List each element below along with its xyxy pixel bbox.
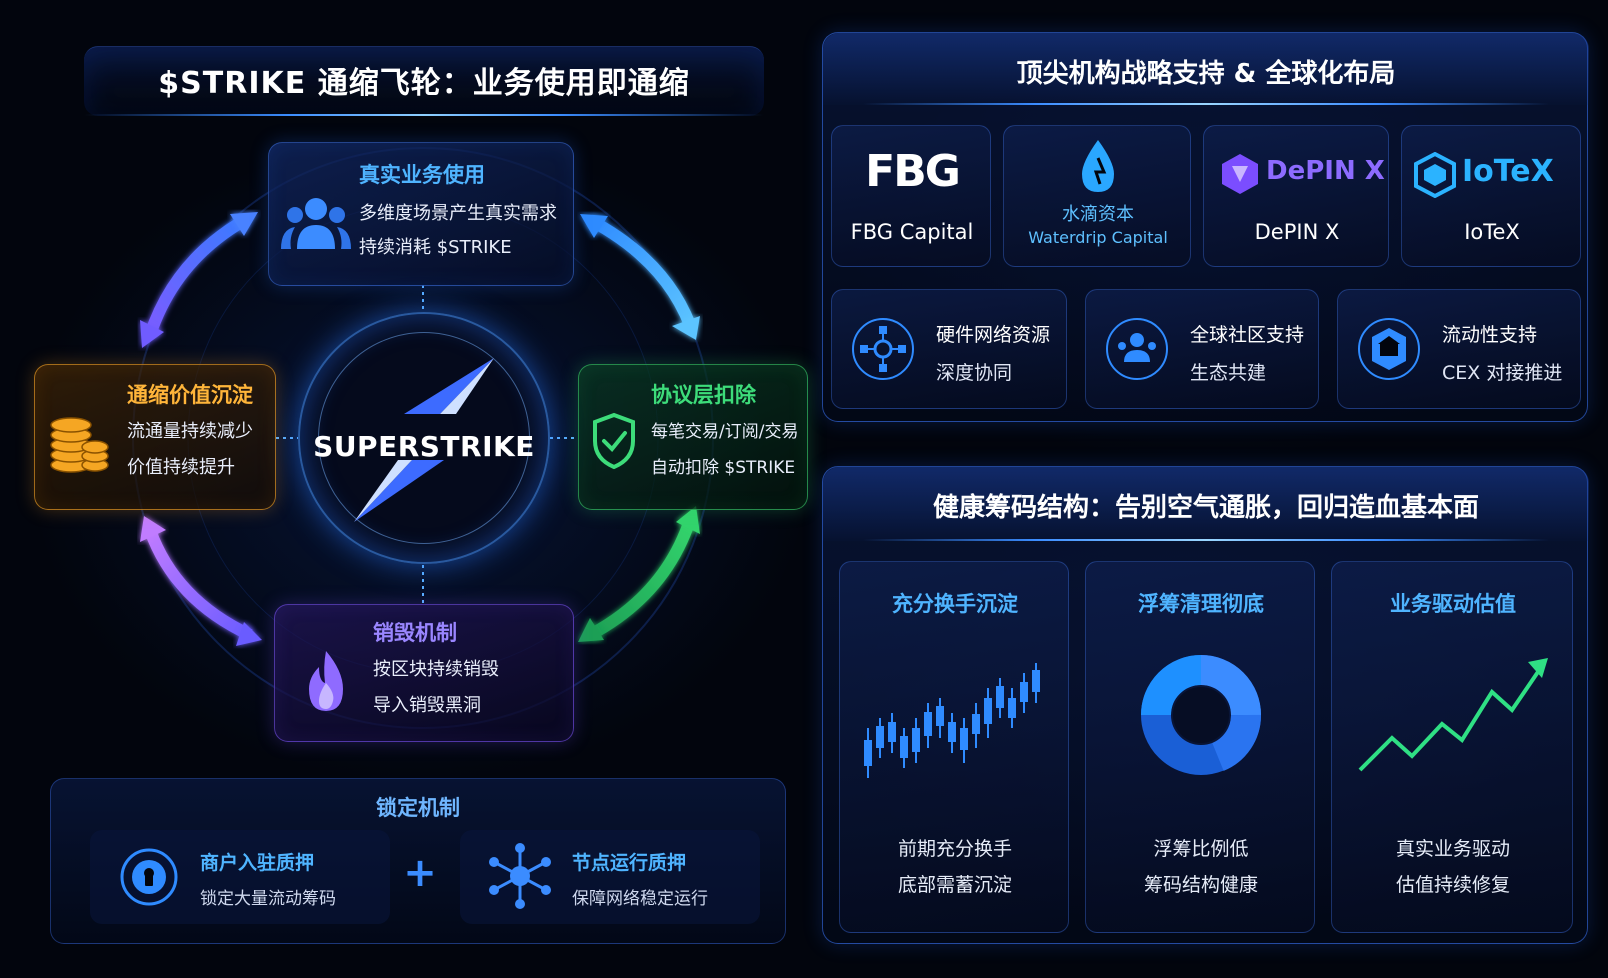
support-card-community: 全球社区支持 生态共建 <box>1085 289 1319 409</box>
arrow-bottom-left <box>144 527 253 641</box>
support-liquidity-line2: CEX 对接推进 <box>1442 362 1563 384</box>
lock-node-desc: 保障网络稳定运行 <box>572 889 708 909</box>
plus-sign: + <box>403 850 437 896</box>
support-community-line1: 全球社区支持 <box>1190 324 1305 346</box>
arrow-top-left <box>144 214 248 337</box>
community-icon <box>1106 318 1168 380</box>
support-hardware-line1: 硬件网络资源 <box>936 324 1051 346</box>
depinx-icon <box>1222 154 1258 194</box>
card-protocol-line2: 自动扣除 $STRIKE <box>651 458 796 478</box>
left-title-bar <box>84 46 764 116</box>
institutions-panel: 顶尖机构战略支持 & 全球化布局 FBG FBG Capital 水滴资本 Wa… <box>822 32 1589 422</box>
card-protocol-title: 协议层扣除 <box>651 383 756 407</box>
shield-check-icon <box>593 412 635 470</box>
iotex-icon <box>1414 152 1456 198</box>
support-card-liquidity: 流动性支持 CEX 对接推进 <box>1337 289 1581 409</box>
lock-icon <box>120 848 178 906</box>
card-real-usage-line1: 多维度场景产生真实需求 <box>359 203 557 224</box>
health-card-turnover: 充分换手沉淀 前期充分换手 底部需蓄沉淀 <box>839 561 1069 933</box>
support-card-hardware: 硬件网络资源 深度协同 <box>831 289 1067 409</box>
health-card-turnover-line2: 底部需蓄沉淀 <box>897 874 1012 896</box>
health-card-valuation: 业务驱动估值 真实业务驱动 估值持续修复 <box>1331 561 1573 933</box>
network-node-icon <box>489 843 551 909</box>
card-burn-line1: 按区块持续销毁 <box>373 659 499 680</box>
lock-item-node: 节点运行质押 保障网络稳定运行 <box>460 830 760 924</box>
arrow-top-right <box>587 214 696 328</box>
health-card-float-line2: 筹码结构健康 <box>1143 874 1258 896</box>
hub-inner-ring <box>318 332 530 544</box>
card-deflation-value: 通缩价值沉淀 流通量持续减少 价值持续提升 <box>34 364 276 510</box>
card-real-usage-line2: 持续消耗 $STRIKE <box>359 237 512 258</box>
support-liquidity-line1: 流动性支持 <box>1442 324 1538 346</box>
logo-name-iotex: IoTeX <box>1464 220 1520 244</box>
logo-name-depinx: DePIN X <box>1254 220 1340 244</box>
logo-card-fbg: FBG FBG Capital <box>831 125 991 267</box>
card-protocol-line1: 每笔交易/订阅/交易 <box>651 422 799 442</box>
card-real-usage-title: 真实业务使用 <box>359 163 485 187</box>
logo-card-iotex: IoTeX IoTeX <box>1401 125 1581 267</box>
health-card-turnover-title: 充分换手沉淀 <box>892 592 1018 616</box>
hardware-network-icon <box>852 318 914 380</box>
health-panel: 健康筹码结构：告别空气通胀，回归造血基本面 充分换手沉淀 前期充分换手 底部需蓄… <box>822 466 1589 944</box>
lock-item-merchant: 商户入驻质押 锁定大量流动筹码 <box>90 830 390 924</box>
flame-icon <box>309 651 343 711</box>
health-card-turnover-line1: 前期充分换手 <box>897 838 1012 860</box>
lock-node-title: 节点运行质押 <box>572 852 687 874</box>
support-hardware-line2: 深度协同 <box>936 362 1013 384</box>
waterdrip-icon <box>1082 140 1114 192</box>
card-burn-line2: 导入销毁黑洞 <box>373 695 481 716</box>
card-burn-title: 销毁机制 <box>373 621 457 645</box>
logo-name-fbg: FBG Capital <box>850 220 974 244</box>
superstrike-bolt-icon <box>354 358 494 522</box>
health-card-float: 浮筹清理彻底 浮筹比例低 筹码结构健康 <box>1085 561 1315 933</box>
users-icon <box>281 198 351 249</box>
card-burn-mechanism: 销毁机制 按区块持续销毁 导入销毁黑洞 <box>274 604 574 742</box>
candlestick-chart-icon <box>864 663 1040 778</box>
flywheel-title: $STRIKE 通缩飞轮：业务使用即通缩 <box>158 66 690 101</box>
card-deflation-line1: 流通量持续减少 <box>127 421 253 442</box>
iotex-logo-mark: IoTeX <box>1462 154 1554 189</box>
depinx-logo-mark: DePIN X <box>1266 156 1385 186</box>
health-card-float-title: 浮筹清理彻底 <box>1138 592 1264 616</box>
institutions-panel-head <box>823 33 1589 105</box>
health-card-valuation-line1: 真实业务驱动 <box>1395 838 1510 860</box>
health-title: 健康筹码结构：告别空气通胀，回归造血基本面 <box>932 493 1479 523</box>
card-deflation-title: 通缩价值沉淀 <box>127 383 253 407</box>
waterdrip-logo-mark: 水滴资本 <box>1062 204 1134 225</box>
coins-icon <box>50 417 109 473</box>
card-protocol-deduction: 协议层扣除 每笔交易/订阅/交易 自动扣除 $STRIKE <box>578 364 808 510</box>
card-real-usage: 真实业务使用 多维度场景产生真实需求 持续消耗 $STRIKE <box>268 142 574 286</box>
logo-name-waterdrip: Waterdrip Capital <box>1028 228 1168 247</box>
card-deflation-line2: 价值持续提升 <box>127 457 235 478</box>
donut-chart-icon <box>1141 655 1262 775</box>
logo-card-depinx: DePIN X DePIN X <box>1203 125 1389 267</box>
lock-merchant-desc: 锁定大量流动筹码 <box>200 889 336 909</box>
health-card-valuation-title: 业务驱动估值 <box>1390 592 1516 616</box>
trend-up-icon <box>1358 658 1548 772</box>
institutions-title: 顶尖机构战略支持 & 全球化布局 <box>1016 59 1396 89</box>
superstrike-logo-text: SUPERSTRIKE <box>313 430 535 463</box>
arrow-bottom-right <box>587 518 696 641</box>
health-card-valuation-line2: 估值持续修复 <box>1395 874 1510 896</box>
health-card-float-line1: 浮筹比例低 <box>1153 838 1249 860</box>
exchange-icon <box>1358 318 1420 380</box>
logo-card-waterdrip: 水滴资本 Waterdrip Capital <box>1003 125 1191 267</box>
support-community-line2: 生态共建 <box>1190 362 1267 384</box>
fbg-logo-mark: FBG <box>865 146 961 197</box>
health-panel-head <box>823 467 1589 541</box>
lock-merchant-title: 商户入驻质押 <box>200 852 315 874</box>
lock-mechanism-title: 锁定机制 <box>376 796 460 820</box>
